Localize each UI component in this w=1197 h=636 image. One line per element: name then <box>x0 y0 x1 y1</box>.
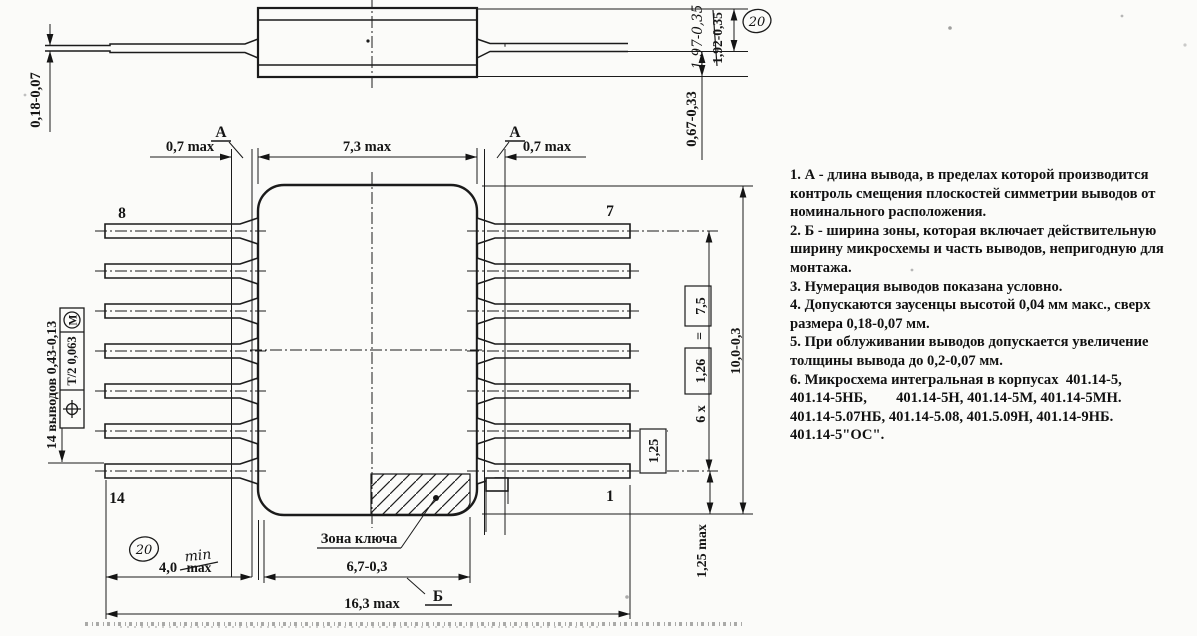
top-view: Т/2 0,063 М 6 x 1,26 = 7,5 1,25 20 А А <box>45 124 753 619</box>
svg-text:20: 20 <box>748 15 766 30</box>
key-zone-hatch <box>370 473 471 516</box>
dim-lead-length-max-struck: max <box>187 560 212 575</box>
note-line: 5. При облуживании выводов допускается у… <box>790 334 1149 351</box>
note-line: 2. Б - ширина зоны, которая включает дей… <box>790 222 1157 239</box>
section-a-zone-lines <box>231 149 506 577</box>
index-tab <box>485 477 509 492</box>
note-line: 6. Микросхема интегральная в корпусах 40… <box>790 371 1122 388</box>
scan-artifacts <box>23 14 1187 628</box>
tolerance-value: Т/2 0,063 <box>65 336 79 385</box>
pin-number-14: 14 <box>109 490 125 507</box>
dim-zone-a-left: 0,7 max <box>166 139 215 155</box>
zone-b-label: Б <box>433 588 443 605</box>
note-line: номинального расположения. <box>790 204 987 221</box>
note-line: 4. Допускаются заусенцы высотой 0,04 мм … <box>790 297 1151 314</box>
dim-body-width: 7,3 max <box>343 139 392 155</box>
note-line: размера 0,18-0,07 мм. <box>790 315 930 332</box>
svg-text:1,92-0,35: 1,92-0,35 <box>710 12 725 64</box>
revision-mark-top: 20 <box>742 8 772 34</box>
side-lead-left <box>45 38 259 59</box>
dim-lead-thickness: 0,18-0,07 <box>28 72 44 128</box>
pin-number-8: 8 <box>118 205 126 222</box>
section-label-a-left: А <box>215 124 227 141</box>
centerlines <box>95 172 718 528</box>
section-label-a-right: А <box>509 124 521 141</box>
material-condition-icon: М <box>63 311 81 329</box>
pitch-single-box: 1,25 <box>639 428 667 474</box>
dim-zone-b-value: 6,7-0,3 <box>346 559 387 575</box>
dim-pitch-single: 1,25 <box>647 439 662 464</box>
note-line: 401.14-5НБ, 401.14-5Н, 401.14-5М, 401.14… <box>790 390 1122 407</box>
svg-text:М: М <box>68 314 80 325</box>
dim-pitch-prefix: 6 x <box>694 405 709 423</box>
dim-overall-length: 16,3 max <box>344 596 400 612</box>
dimension-lines <box>48 140 753 619</box>
dim-standoff: 0,67-0,33 <box>684 91 700 147</box>
key-zone-label: Зона ключа <box>321 531 398 547</box>
side-lead-right <box>476 38 628 59</box>
dim-body-height: 10,0-0,3 <box>729 328 744 375</box>
dim-lead-offset: 1,25 max <box>695 524 710 578</box>
dim-lead-length-min: min <box>184 547 212 566</box>
note-line: толщины вывода до 0,2-0,07 мм. <box>790 352 1003 369</box>
pin-number-7: 7 <box>606 203 614 220</box>
technical-notes: 1. А - длина вывода, в пределах которой … <box>790 166 1190 445</box>
revision-mark-bottom: 20 <box>128 536 160 562</box>
note-line: ширину микросхемы и часть выводов, непри… <box>790 241 1164 258</box>
dim-pitch-eq: = <box>693 332 708 340</box>
side-view: 0,18-0,07 1,97-0,35 1,92-0,35 0,67-0,33 … <box>28 0 772 160</box>
dim-height-printed-struck: 1,92-0,35 <box>710 9 725 67</box>
dim-lead-length: 4,0 <box>159 560 177 576</box>
svg-text:20: 20 <box>135 543 153 558</box>
dim-zone-a-right: 0,7 max <box>523 139 572 155</box>
note-line: монтажа. <box>790 259 852 276</box>
dim-height-handwritten: 1,97-0,35 <box>690 5 706 70</box>
note-line: 1. А - длина вывода, в пределах которой … <box>790 167 1149 183</box>
note-line: контроль смещения плоскостей симметрии в… <box>790 185 1156 202</box>
note-line: 401.14-5"ОС". <box>790 427 885 444</box>
tolerance-frame: Т/2 0,063 М <box>59 307 85 429</box>
note-line: 3. Нумерация выводов показана условно. <box>790 278 1063 295</box>
note-line: 401.14-5.07НБ, 401.14-5.08, 401.5.09Н, 4… <box>790 408 1114 425</box>
dim-pitch-total: 7,5 <box>694 297 709 315</box>
pitch-dim-stack: 6 x 1,26 = 7,5 <box>684 285 712 423</box>
leads-right <box>476 216 631 532</box>
leads-count-label: 14 выводов 0,43-0,13 <box>45 321 60 450</box>
pin-number-1: 1 <box>606 488 614 505</box>
side-dimension-lines <box>46 8 748 160</box>
position-tolerance-icon <box>63 400 81 418</box>
dim-pitch-value: 1,26 <box>694 359 709 384</box>
